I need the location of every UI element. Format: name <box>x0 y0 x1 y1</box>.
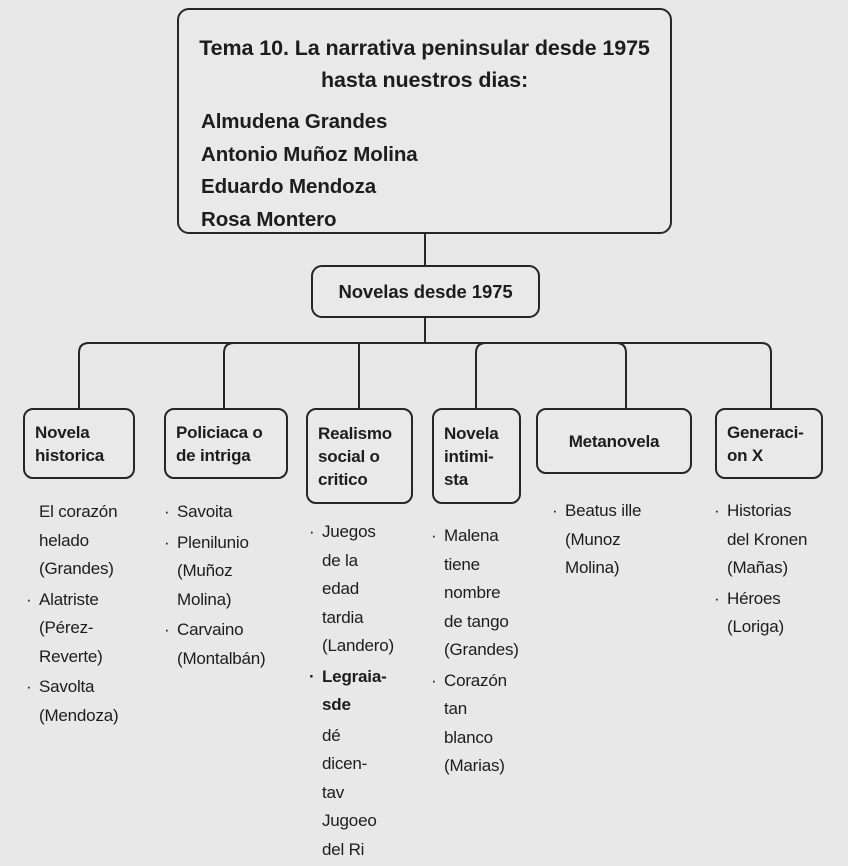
item-list: · Malena tiene nombre de tango (Grandes)… <box>430 522 540 781</box>
connector-branch-4 <box>475 342 487 408</box>
item-list: · Juegos de la edad tardia (Landero) · L… <box>308 518 418 864</box>
bullet-dot-icon: · <box>309 666 315 686</box>
root-author: Antonio Muñoz Molina <box>201 142 418 166</box>
category-label: Novela historica <box>35 422 105 465</box>
list-item: · Historias del Kronen (Mañas) <box>713 497 848 583</box>
root-author: Almudena Grandes <box>201 110 388 133</box>
items-column-policiaca-o-de-intriga: · Savoita · Plenilunio (Muñoz Molina) · … <box>163 498 303 675</box>
list-item: · Corazón tan blanco (Marias) <box>430 667 540 781</box>
bullet-dot-icon: · <box>26 677 32 696</box>
root-heading: Tema 10. La narrativa peninsular desde 1… <box>199 36 650 92</box>
item-text: Malena tiene nombre de tango (Grandes) <box>444 526 519 659</box>
category-box-policiaca-o-de-intriga: Policiaca o de intriga <box>164 408 288 479</box>
items-column-generacion-x: · Historias del Kronen (Mañas) · Héroes … <box>713 497 848 644</box>
category-label: Novela intimi- sta <box>444 423 499 489</box>
item-text: Savoita <box>177 502 233 521</box>
item-text: Savolta (Mendoza) <box>39 677 119 725</box>
list-item: · Malena tiene nombre de tango (Grandes) <box>430 522 540 665</box>
item-text: El corazón helado (Grandes) <box>39 502 118 578</box>
item-list: · Historias del Kronen (Mañas) · Héroes … <box>713 497 848 642</box>
items-column-metanovela: · Beatus ille (Munoz Molina) <box>551 497 691 585</box>
bullet-dot-icon: · <box>164 502 170 521</box>
level2-box-novelas-desde-1975: Novelas desde 1975 <box>311 265 540 318</box>
root-author: Rosa Montero <box>201 207 337 231</box>
item-list: El corazón helado (Grandes) · Alatriste … <box>25 498 160 730</box>
item-list: · Beatus ille (Munoz Molina) <box>551 497 691 583</box>
list-item: · Legraia- sde <box>308 663 418 720</box>
list-item: El corazón helado (Grandes) <box>25 498 160 584</box>
bullet-dot-icon: · <box>714 588 720 608</box>
item-text: Héroes (Loriga) <box>727 588 784 637</box>
bullet-dot-icon: · <box>714 501 720 520</box>
connector-bus-outer <box>78 342 772 408</box>
level2-label: Novelas desde 1975 <box>338 280 513 302</box>
category-label: Generaci- on X <box>727 422 804 465</box>
bullet-dot-icon: · <box>164 620 170 639</box>
connector-bus-inner <box>223 342 627 408</box>
category-label: Policiaca o de intriga <box>176 422 263 465</box>
root-author-list: Almudena Grandes Antonio Muñoz Molina Ed… <box>197 106 652 236</box>
category-box-novela-historica: Novela historica <box>23 408 135 479</box>
item-text: Juegos de la edad tardia (Landero) <box>322 522 394 655</box>
list-item: · Savoita <box>163 498 303 527</box>
bullet-dot-icon: · <box>26 589 32 609</box>
item-text: dé dicen- tav Jugoeo del Ri <box>322 725 377 859</box>
category-box-metanovela: Metanovela <box>536 408 692 474</box>
category-box-novela-intimista: Novela intimi- sta <box>432 408 521 504</box>
list-item: · Savolta (Mendoza) <box>25 673 160 730</box>
root-title-box: Tema 10. La narrativa peninsular desde 1… <box>177 8 672 234</box>
list-item: · Plenilunio (Muñoz Molina) <box>163 529 303 615</box>
bullet-dot-icon: · <box>552 501 558 520</box>
items-column-novela-historica: El corazón helado (Grandes) · Alatriste … <box>25 498 160 732</box>
items-column-realismo-social-o-critico: · Juegos de la edad tardia (Landero) · L… <box>308 518 418 866</box>
bullet-dot-icon: · <box>309 522 315 541</box>
item-text: Beatus ille (Munoz Molina) <box>565 501 642 577</box>
list-item: · Carvaino (Montalbán) <box>163 616 303 673</box>
item-text: Legraia- sde <box>322 666 387 715</box>
bullet-dot-icon: · <box>431 670 437 690</box>
category-label: Realismo social o critico <box>318 423 392 489</box>
item-text: Alatriste (Pérez- Reverte) <box>39 589 103 666</box>
list-item: · Beatus ille (Munoz Molina) <box>551 497 691 583</box>
item-list: · Savoita · Plenilunio (Muñoz Molina) · … <box>163 498 303 673</box>
list-item: · Héroes (Loriga) <box>713 585 848 642</box>
bullet-dot-icon: · <box>431 526 437 545</box>
bullet-dot-icon: · <box>164 532 170 552</box>
category-box-generacion-x: Generaci- on X <box>715 408 823 479</box>
list-item: · Alatriste (Pérez- Reverte) <box>25 586 160 672</box>
item-text: Carvaino (Montalbán) <box>177 620 266 668</box>
root-author: Eduardo Mendoza <box>201 175 377 198</box>
item-text: Historias del Kronen (Mañas) <box>727 501 808 577</box>
category-label: Metanovela <box>568 431 660 451</box>
list-item: · Juegos de la edad tardia (Landero) <box>308 518 418 661</box>
list-item: dé dicen- tav Jugoeo del Ri <box>308 722 418 865</box>
category-box-realismo-social-o-critico: Realismo social o critico <box>306 408 413 504</box>
items-column-novela-intimista: · Malena tiene nombre de tango (Grandes)… <box>430 522 540 783</box>
item-text: Plenilunio (Muñoz Molina) <box>177 532 249 609</box>
item-text: Corazón tan blanco (Marias) <box>444 670 507 776</box>
diagram-canvas: Tema 10. La narrativa peninsular desde 1… <box>23 8 848 859</box>
